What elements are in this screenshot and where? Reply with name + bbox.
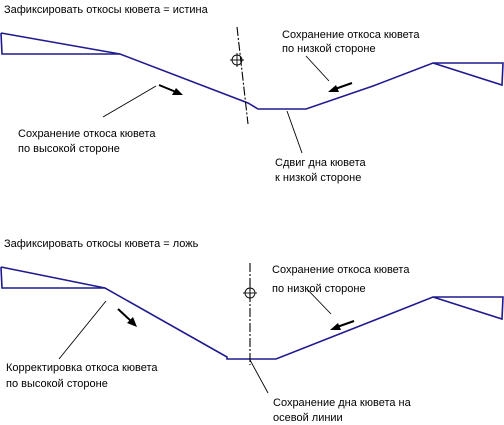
- bottom-ditch-foreslope-edge: [0, 266, 106, 289]
- top-arrow-low-side: [328, 82, 353, 92]
- bottom-ditch-profile: [0, 266, 504, 360]
- top-centerline: [236, 26, 249, 125]
- top-label-high-side-line2: по высокой стороне: [18, 143, 120, 155]
- top-leader-bottom: [286, 110, 303, 154]
- top-label-bottom-line1: Сдвиг дна кювета: [275, 157, 367, 169]
- top-panel: Зафиксировать откосы кювета = истина Сох…: [0, 4, 504, 184]
- bottom-label-bottom-line2: осевой линии: [273, 412, 343, 424]
- top-panel-heading: Зафиксировать откосы кювета = истина: [4, 4, 209, 16]
- top-label-high-side-line1: Сохранение откоса кювета: [18, 128, 156, 140]
- bottom-panel: Зафиксировать откосы кювета = ложь Сохра…: [0, 238, 504, 424]
- bottom-centerline-marker: [243, 286, 257, 300]
- top-label-low-side-line1: Сохранение откоса кювета: [282, 29, 420, 41]
- top-label-bottom-line2: к низкой стороне: [275, 172, 361, 184]
- top-ditch-foreslope-edge: [0, 32, 121, 55]
- bottom-label-low-side-line1: Сохранение откоса кювета: [272, 264, 410, 276]
- top-leader-low-side: [305, 55, 330, 82]
- bottom-leader-low-side: [306, 288, 332, 315]
- bottom-label-bottom-line1: Сохранение дна кювета на: [273, 397, 412, 409]
- bottom-label-low-side-line2: по низкой стороне: [272, 283, 366, 295]
- bottom-label-high-side-line2: по высокой стороне: [6, 378, 108, 390]
- top-arrow-high-side: [158, 84, 183, 95]
- bottom-leader-high-side: [58, 300, 107, 360]
- top-leader-high-side: [102, 85, 157, 118]
- bottom-label-high-side-line1: Корректировка откоса кювета: [6, 362, 158, 374]
- bottom-arrow-high-side: [117, 308, 137, 327]
- bottom-panel-heading: Зафиксировать откосы кювета = ложь: [4, 238, 199, 250]
- bottom-arrow-low-side: [330, 320, 355, 330]
- top-label-low-side-line2: по низкой стороне: [282, 43, 376, 55]
- bottom-leader-bottom: [249, 359, 269, 394]
- top-centerline-marker: [230, 53, 244, 67]
- top-ditch-profile: [0, 32, 504, 110]
